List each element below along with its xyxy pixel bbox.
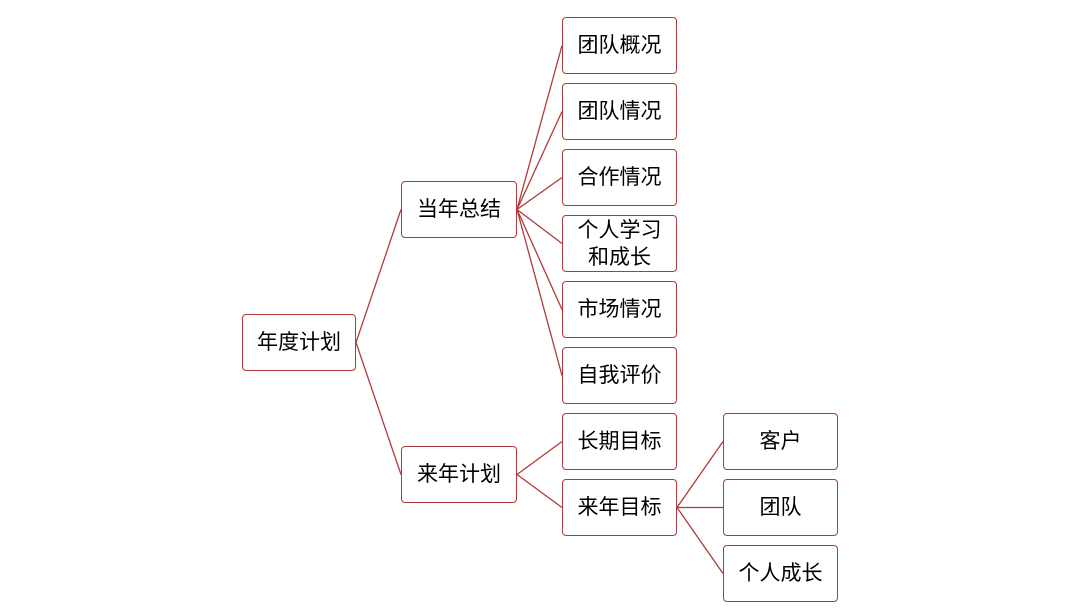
branch-node-summary[interactable]: 当年总结 xyxy=(401,181,517,238)
summary-item-node[interactable]: 个人学习 和成长 xyxy=(562,215,677,272)
connector-line xyxy=(676,507,724,574)
summary-item-label: 个人学习 和成长 xyxy=(577,217,662,269)
summary-item-node[interactable]: 市场情况 xyxy=(562,281,677,338)
summary-item-node[interactable]: 团队概况 xyxy=(562,17,677,74)
summary-item-label: 自我评价 xyxy=(577,363,662,387)
connector-line xyxy=(516,176,563,211)
connector-line xyxy=(516,209,563,376)
goal-item-label: 团队 xyxy=(759,495,802,519)
goal-item-node[interactable]: 个人成长 xyxy=(723,545,838,602)
next-year-goal-node[interactable]: 来年目标 xyxy=(562,479,677,536)
connector-line xyxy=(355,342,402,475)
summary-item-label: 团队概况 xyxy=(577,33,662,57)
connector-line xyxy=(516,473,563,509)
next-year-goal-label: 来年目标 xyxy=(577,495,662,519)
long-term-goal-node[interactable]: 长期目标 xyxy=(562,413,677,470)
connector-line xyxy=(355,209,402,343)
summary-item-label: 团队情况 xyxy=(577,99,662,123)
connector-line xyxy=(516,209,563,310)
summary-item-node[interactable]: 团队情况 xyxy=(562,83,677,140)
root-node-label: 年度计划 xyxy=(257,330,341,354)
goal-item-node[interactable]: 客户 xyxy=(723,413,838,470)
summary-item-node[interactable]: 合作情况 xyxy=(562,149,677,206)
branch-node-summary-label: 当年总结 xyxy=(417,197,501,221)
connector-line xyxy=(516,208,563,245)
branch-node-plan[interactable]: 来年计划 xyxy=(401,446,517,503)
summary-item-node[interactable]: 自我评价 xyxy=(562,347,677,404)
summary-item-label: 市场情况 xyxy=(577,297,662,321)
summary-item-label: 合作情况 xyxy=(577,165,662,189)
goal-item-label: 客户 xyxy=(759,429,802,453)
connector-line xyxy=(516,440,563,476)
connector-line xyxy=(516,45,563,210)
goal-item-label: 个人成长 xyxy=(738,561,823,585)
connector-line xyxy=(516,111,563,210)
root-node[interactable]: 年度计划 xyxy=(242,314,356,371)
goal-item-node[interactable]: 团队 xyxy=(723,479,838,536)
connector-line xyxy=(676,441,724,508)
branch-node-plan-label: 来年计划 xyxy=(417,462,501,486)
long-term-goal-label: 长期目标 xyxy=(577,429,662,453)
